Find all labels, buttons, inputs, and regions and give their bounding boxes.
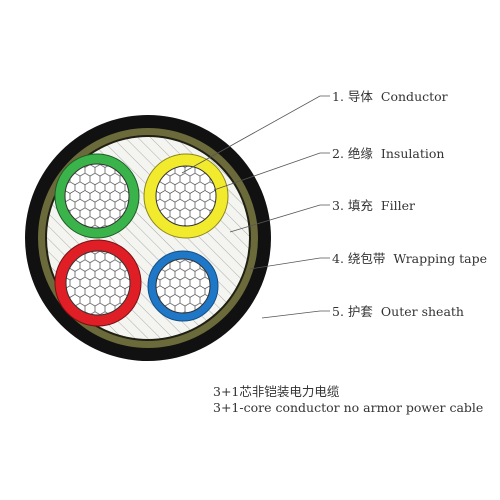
label-outer-sheath: 5. 护套 Outer sheath xyxy=(332,304,464,319)
leader-line-outer-sheath xyxy=(261,310,330,319)
label-wrapping-tape: 4. 绕包带 Wrapping tape xyxy=(332,251,487,266)
label-filler-en: Filler xyxy=(381,198,415,213)
leader-line-insulation xyxy=(213,152,330,191)
core-green-conductor xyxy=(64,163,130,229)
label-conductor-en: Conductor xyxy=(381,89,448,104)
leader-lines xyxy=(181,95,330,319)
core-red xyxy=(54,239,142,327)
core-yellow-conductor xyxy=(155,165,217,227)
label-conductor-number: 1. xyxy=(332,89,344,104)
label-filler-number: 3. xyxy=(332,198,344,213)
label-insulation-en: Insulation xyxy=(381,146,445,161)
leader-line-conductor xyxy=(181,95,330,174)
leader-line-wrapping-tape xyxy=(249,257,330,270)
label-filler: 3. 填充 Filler xyxy=(332,198,415,213)
label-insulation-number: 2. xyxy=(332,146,344,161)
caption-english: 3+1-core conductor no armor power cable xyxy=(213,400,484,415)
label-wrapping-tape-en: Wrapping tape xyxy=(393,251,487,266)
label-outer-sheath-number: 5. xyxy=(332,304,344,319)
label-wrapping-tape-number: 4. xyxy=(332,251,344,266)
core-blue xyxy=(147,250,219,322)
label-conductor: 1. 导体 Conductor xyxy=(332,89,448,104)
leader-line-filler xyxy=(229,204,330,233)
label-insulation: 2. 绝缘 Insulation xyxy=(332,146,444,161)
label-outer-sheath-zh: 护套 xyxy=(348,304,374,319)
core-blue-conductor xyxy=(155,258,211,314)
core-yellow xyxy=(143,153,229,239)
label-conductor-zh: 导体 xyxy=(348,89,374,104)
core-red-conductor xyxy=(65,250,131,316)
label-insulation-zh: 绝缘 xyxy=(348,146,374,161)
label-wrapping-tape-zh: 绕包带 xyxy=(348,251,386,266)
caption-chinese: 3+1芯非铠装电力电缆 xyxy=(213,384,340,399)
label-outer-sheath-en: Outer sheath xyxy=(381,304,464,319)
label-filler-zh: 填充 xyxy=(348,198,373,213)
core-green xyxy=(54,153,140,239)
